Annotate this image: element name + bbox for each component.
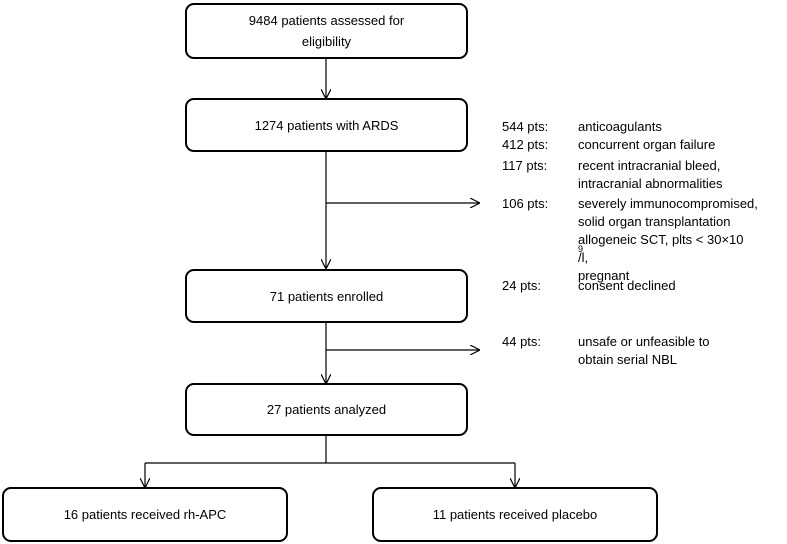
box-ards: 1274 patients with ARDS	[185, 98, 468, 152]
box-assessed-line1: 9484 patients assessed for	[248, 13, 405, 28]
exclusion-reason: solid organ transplantation	[578, 214, 731, 229]
exclusion-reason: consent declined	[578, 278, 676, 293]
exclusion-reason: anticoagulants	[578, 119, 662, 134]
exclusion-reason: severely immunocompromised,	[578, 196, 758, 211]
box-enrolled-label: 71 patients enrolled	[269, 288, 384, 304]
plts-unit: /l,	[578, 250, 589, 265]
box-rhapc: 16 patients received rh-APC	[2, 487, 288, 542]
box-analyzed: 27 patients analyzed	[185, 383, 468, 436]
box-placebo: 11 patients received placebo	[372, 487, 658, 542]
exclusion-reason: pregnant	[578, 268, 630, 283]
exclusion-count: 544 pts:	[502, 119, 549, 134]
exclusion-count: 106 pts:	[502, 196, 549, 211]
box-analyzed-label: 27 patients analyzed	[266, 402, 387, 417]
box-ards-label: 1274 patients with ARDS	[254, 117, 399, 133]
box-assessed: 9484 patients assessed for eligibility	[185, 3, 468, 59]
exclusion-reason: intracranial abnormalities	[578, 176, 723, 191]
exclusion-reason: unsafe or unfeasible to	[578, 334, 710, 349]
exclusion-count: 24 pts:	[502, 278, 542, 293]
exclusion-reason: obtain serial NBL	[578, 352, 677, 367]
box-rhapc-label: 16 patients received rh-APC	[63, 507, 227, 522]
box-assessed-line2: eligibility	[301, 34, 352, 49]
exclusion-reason: recent intracranial bleed,	[578, 158, 721, 173]
exclusion-reason: concurrent organ failure	[578, 137, 716, 152]
exclusion-count: 412 pts:	[502, 137, 549, 152]
exclusion-count: 117 pts:	[502, 158, 548, 173]
box-placebo-label: 11 patients received placebo	[432, 507, 598, 522]
box-enrolled: 71 patients enrolled	[185, 269, 468, 323]
plts-text: allogeneic SCT, plts < 30×10	[578, 232, 744, 247]
exclusion-count: 44 pts:	[502, 334, 542, 349]
